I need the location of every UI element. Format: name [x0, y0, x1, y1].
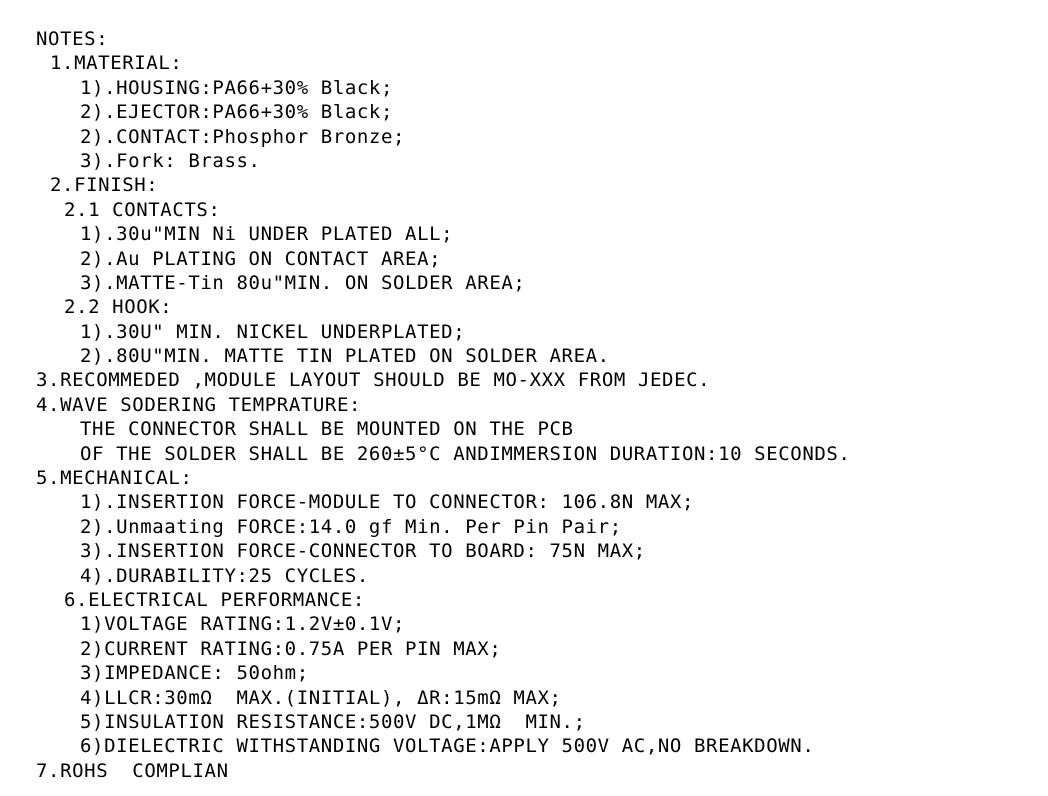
- note-line: 1.MATERIAL:: [50, 52, 183, 75]
- note-line: 3).MATTE-Tin 80u"MIN. ON SOLDER AREA;: [80, 271, 526, 294]
- note-line: 1).30u"MIN Ni UNDER PLATED ALL;: [80, 223, 454, 246]
- note-line: 4).DURABILITY:25 CYCLES.: [80, 564, 369, 587]
- note-line: 1).30U" MIN. NICKEL UNDERPLATED;: [80, 320, 466, 343]
- note-line: 1).INSERTION FORCE-MODULE TO CONNECTOR: …: [80, 491, 694, 514]
- note-line: 3.RECOMMEDED ,MODULE LAYOUT SHOULD BE MO…: [36, 369, 711, 392]
- note-line: 2).CONTACT:Phosphor Bronze;: [80, 125, 406, 148]
- note-line: 5.MECHANICAL:: [36, 467, 193, 490]
- notes-block: NOTES: 1.MATERIAL: 1).HOUSING:PA66+30% B…: [36, 27, 851, 783]
- note-line: 6)DIELECTRIC WITHSTANDING VOLTAGE:APPLY …: [80, 735, 815, 758]
- note-line: 3).Fork: Brass.: [80, 149, 261, 172]
- note-line: 5)INSULATION RESISTANCE:500V DC,1MΩ MIN.…: [80, 710, 586, 733]
- note-line: 2.FINISH:: [50, 174, 159, 197]
- note-line: 3).INSERTION FORCE-CONNECTOR TO BOARD: 7…: [80, 540, 646, 563]
- note-line: 2).Au PLATING ON CONTACT AREA;: [80, 247, 442, 270]
- note-line: 6.ELECTRICAL PERFORMANCE:: [64, 588, 365, 611]
- note-line: 2).EJECTOR:PA66+30% Black;: [80, 101, 394, 124]
- note-line: 3)IMPEDANCE: 50ohm;: [80, 662, 309, 685]
- note-line: 4.WAVE SODERING TEMPRATURE:: [36, 393, 362, 416]
- note-line: 2.1 CONTACTS:: [64, 198, 221, 221]
- note-line: 7.ROHS COMPLIAN: [36, 759, 229, 782]
- note-line: 2).80U"MIN. MATTE TIN PLATED ON SOLDER A…: [80, 345, 610, 368]
- note-line: 2)CURRENT RATING:0.75A PER PIN MAX;: [80, 637, 502, 660]
- note-line: 4)LLCR:30mΩ MAX.(INITIAL), ΔR:15mΩ MAX;: [80, 686, 562, 709]
- note-line: OF THE SOLDER SHALL BE 260±5°C ANDIMMERS…: [80, 442, 851, 465]
- note-line: 2).Unmaating FORCE:14.0 gf Min. Per Pin …: [80, 515, 622, 538]
- note-line: 1).HOUSING:PA66+30% Black;: [80, 76, 394, 99]
- note-line: 1)VOLTAGE RATING:1.2V±0.1V;: [80, 613, 406, 636]
- notes-heading: NOTES:: [36, 28, 109, 50]
- note-line: 2.2 HOOK:: [64, 296, 173, 319]
- note-line: THE CONNECTOR SHALL BE MOUNTED ON THE PC…: [80, 418, 574, 441]
